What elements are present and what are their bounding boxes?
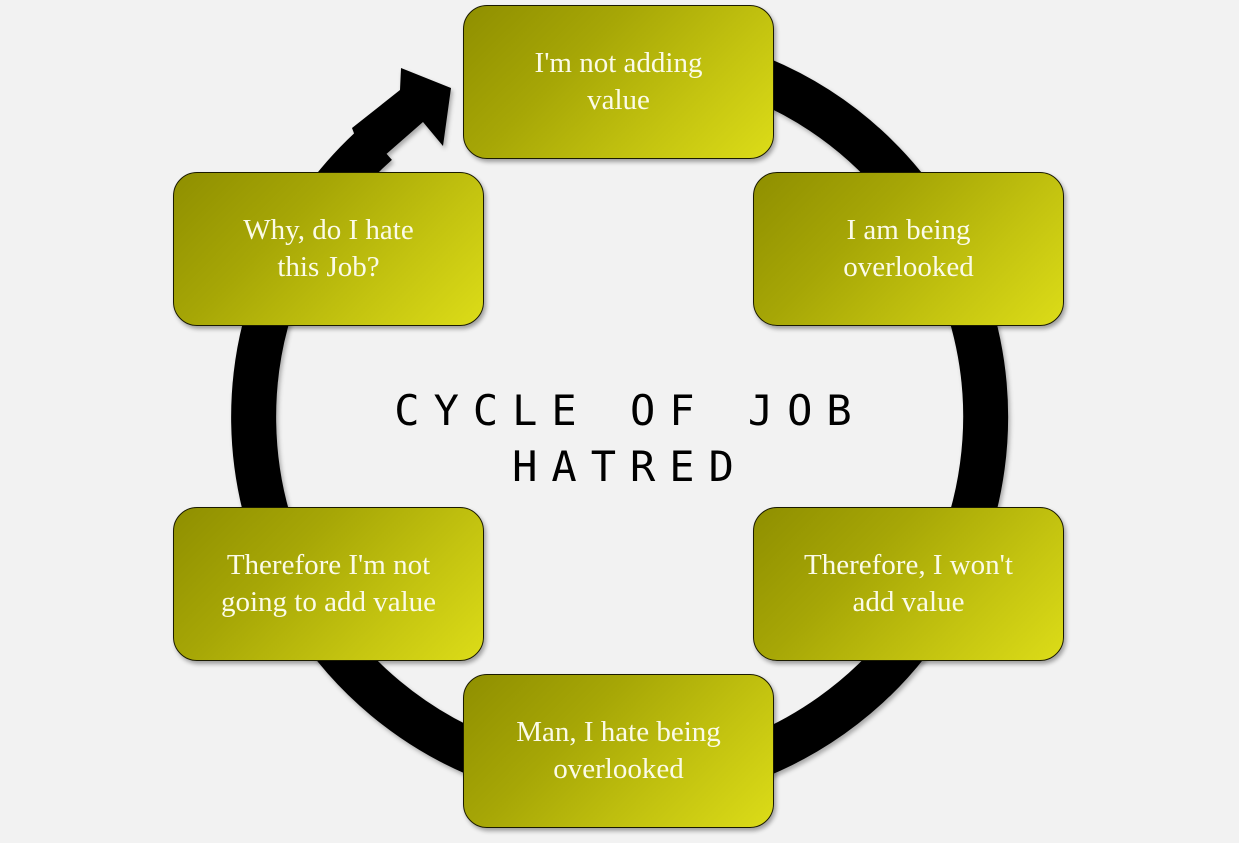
arrowhead-icon bbox=[352, 68, 451, 170]
diagram-title: CYCLE OF JOB HATRED bbox=[394, 386, 866, 491]
